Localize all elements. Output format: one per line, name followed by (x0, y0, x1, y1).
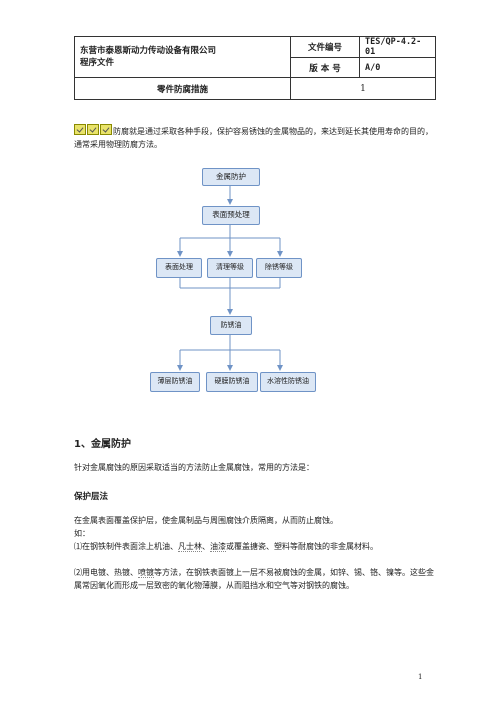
node-rust-removal-grade: 除锈等级 (256, 258, 302, 278)
list-item-1-text-e: 或覆盖搪瓷、塑料等耐腐蚀的非金属材料。 (226, 542, 378, 551)
node-surface-treatment: 表面处理 (156, 258, 202, 278)
subsection-heading: 保护层法 (74, 492, 109, 502)
doc-no-label: 文件编号 (290, 36, 360, 58)
section-title: 零件防腐措施 (74, 77, 291, 100)
list-item-1: ⑴在钢铁制件表面涂上机油、凡士林、油漆或覆盖搪瓷、塑料等耐腐蚀的非金属材料。 (74, 541, 434, 554)
node-hard-film-oil: 硬膜防锈油 (206, 372, 258, 392)
checkmark-icon (87, 124, 99, 135)
intro-paragraph: 防腐就是通过采取各种手段，保护容易锈蚀的金属物品的，来达到延长其使用寿命的目的，… (74, 124, 434, 151)
section-lead-text: 针对金属腐蚀的原因采取适当的方法防止金属腐蚀，常用的方法是： (74, 463, 314, 472)
list-item-1-text-a: ⑴在钢铁制件表面涂上机油、 (74, 542, 178, 551)
link-paint[interactable]: 油漆 (210, 542, 226, 552)
flowchart: 金属防护 表面预处理 表面处理 清理等级 除锈等级 防锈油 薄层防锈油 硬膜防锈… (150, 160, 360, 400)
node-anti-rust-oil: 防锈油 (210, 316, 252, 335)
document-header-table: 东营市泰恩斯动力传动设备有限公司 程序文件 文件编号 TES/QP-4.2-01… (74, 36, 436, 100)
list-item-2-text-a: ⑵用电镀、热镀、 (74, 568, 138, 577)
link-vaseline[interactable]: 凡士林 (178, 542, 202, 552)
node-cleaning-grade: 清理等级 (207, 258, 253, 278)
company-name: 东营市泰恩斯动力传动设备有限公司 (80, 46, 217, 56)
list-item-2-text-c: 等方法，在钢铁表面镀上一层不易被腐蚀的金属，如锌、锡、铬、镍等。这些金属常因氧化… (74, 568, 434, 590)
node-thin-layer-oil: 薄层防锈油 (150, 372, 200, 392)
link-spray-plating[interactable]: 喷镀 (138, 568, 154, 578)
version-value: A/0 (359, 57, 436, 78)
document-type: 程序文件 (80, 58, 115, 68)
subsection-para-2: 如： (74, 529, 90, 538)
section-page: 1 (290, 77, 436, 100)
version-label: 版 本 号 (290, 57, 360, 78)
checkmark-icon (74, 124, 86, 135)
list-item-2: ⑵用电镀、热镀、喷镀等方法，在钢铁表面镀上一层不易被腐蚀的金属，如锌、锡、铬、镍… (74, 567, 434, 592)
section-heading: 1、金属防护 (74, 439, 131, 450)
page-number: 1 (418, 673, 423, 681)
checkmark-icon (100, 124, 112, 135)
list-item-1-text-c: 、 (202, 542, 210, 551)
flowchart-connectors (177, 184, 283, 371)
company-cell: 东营市泰恩斯动力传动设备有限公司 程序文件 (74, 36, 291, 78)
doc-no-value: TES/QP-4.2-01 (359, 36, 436, 58)
node-water-soluble-oil: 水溶性防锈油 (260, 372, 316, 392)
subsection-para-1: 在金属表面覆盖保护层，使金属制品与周围腐蚀介质隔离，从而防止腐蚀。 (74, 516, 338, 525)
node-surface-pretreatment: 表面预处理 (202, 206, 260, 225)
node-metal-protection: 金属防护 (202, 168, 260, 186)
intro-text: 防腐就是通过采取各种手段，保护容易锈蚀的金属物品的，来达到延长其使用寿命的目的，… (74, 127, 433, 149)
